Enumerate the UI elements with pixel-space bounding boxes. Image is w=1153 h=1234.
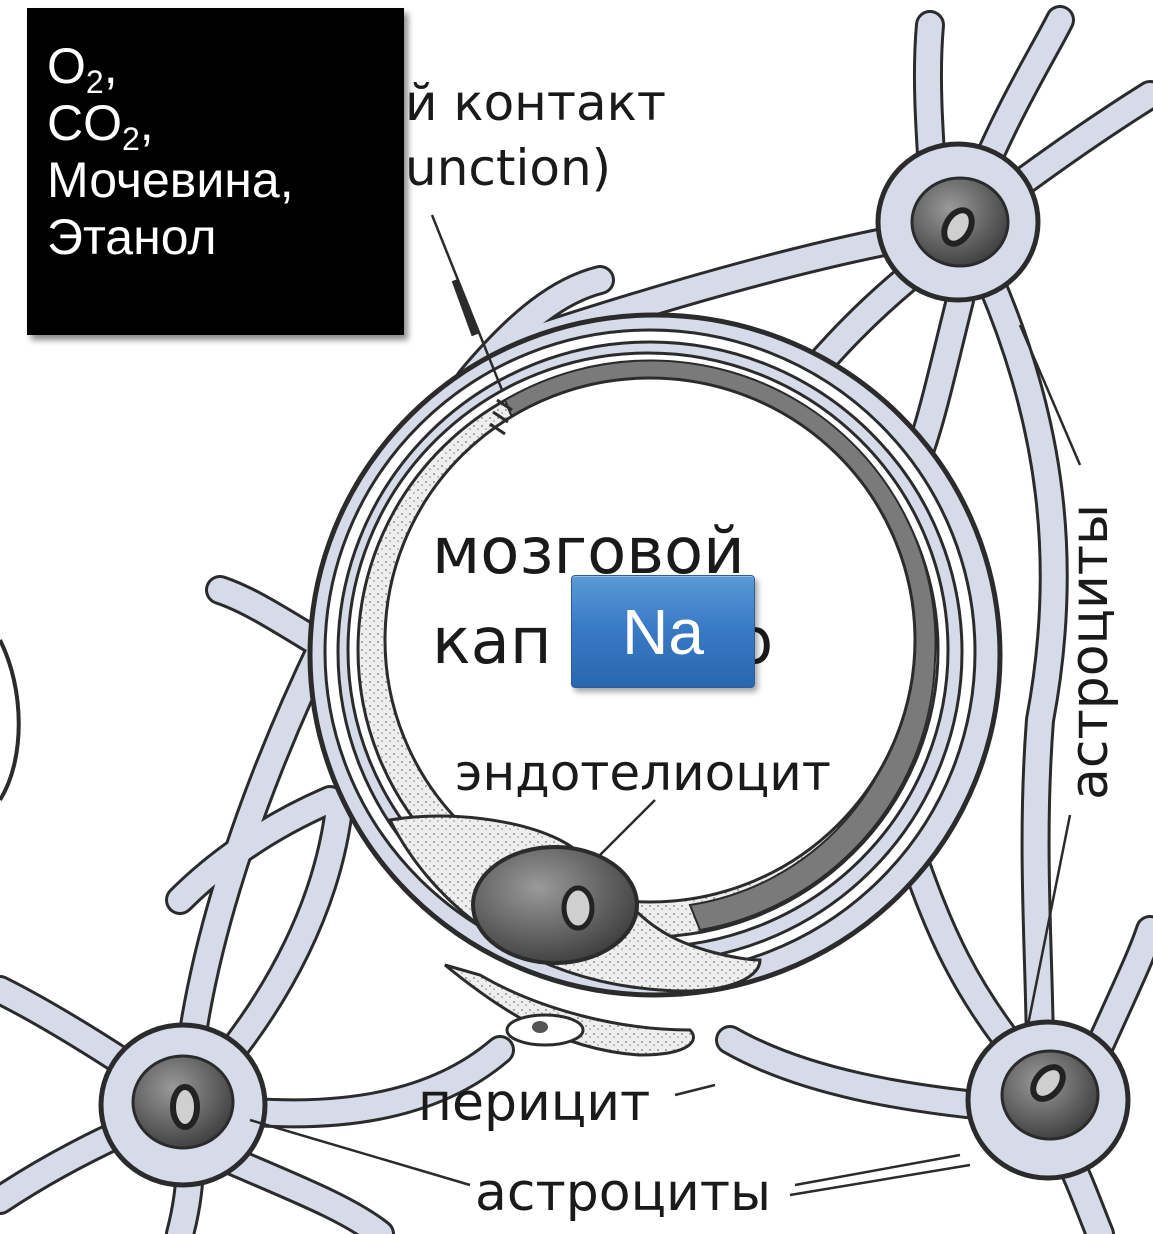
astrocyte-bottom-right bbox=[965, 1019, 1131, 1181]
astrocytes-bottom-label: астроциты bbox=[475, 1163, 771, 1223]
pericyte-label: перицит bbox=[418, 1073, 650, 1133]
o2-line: O2, bbox=[47, 38, 118, 100]
leader-lines bbox=[249, 214, 1082, 1197]
tight-junction-label-1: й контакт bbox=[405, 74, 666, 132]
astrocyte-top-right bbox=[875, 141, 1041, 303]
na-label: Na bbox=[622, 595, 704, 668]
urea-line: Мочевина, bbox=[47, 152, 294, 208]
astrocyte-bottom-left bbox=[98, 1022, 268, 1188]
pericyte-cell bbox=[444, 963, 695, 1057]
astrocytes-right-label: астроциты bbox=[1060, 504, 1120, 800]
astrocyte-processes bbox=[0, 5, 1153, 1234]
endotheliocyte-nucleus bbox=[471, 845, 639, 965]
tight-junction-label-2: unction) bbox=[405, 139, 611, 197]
endotheliocyte-label: эндотелиоцит bbox=[455, 744, 831, 802]
co2-line: CO2, bbox=[47, 95, 154, 157]
tight-junction-mark bbox=[489, 398, 513, 436]
left-edge-arc bbox=[0, 639, 21, 802]
permeable-substances-box: O2, CO2, Мочевина, Этанол bbox=[27, 8, 404, 335]
ethanol-line: Этанол bbox=[47, 209, 217, 265]
sodium-na-box[interactable]: Na bbox=[571, 575, 755, 688]
endotheliocyte-cell bbox=[387, 814, 762, 993]
